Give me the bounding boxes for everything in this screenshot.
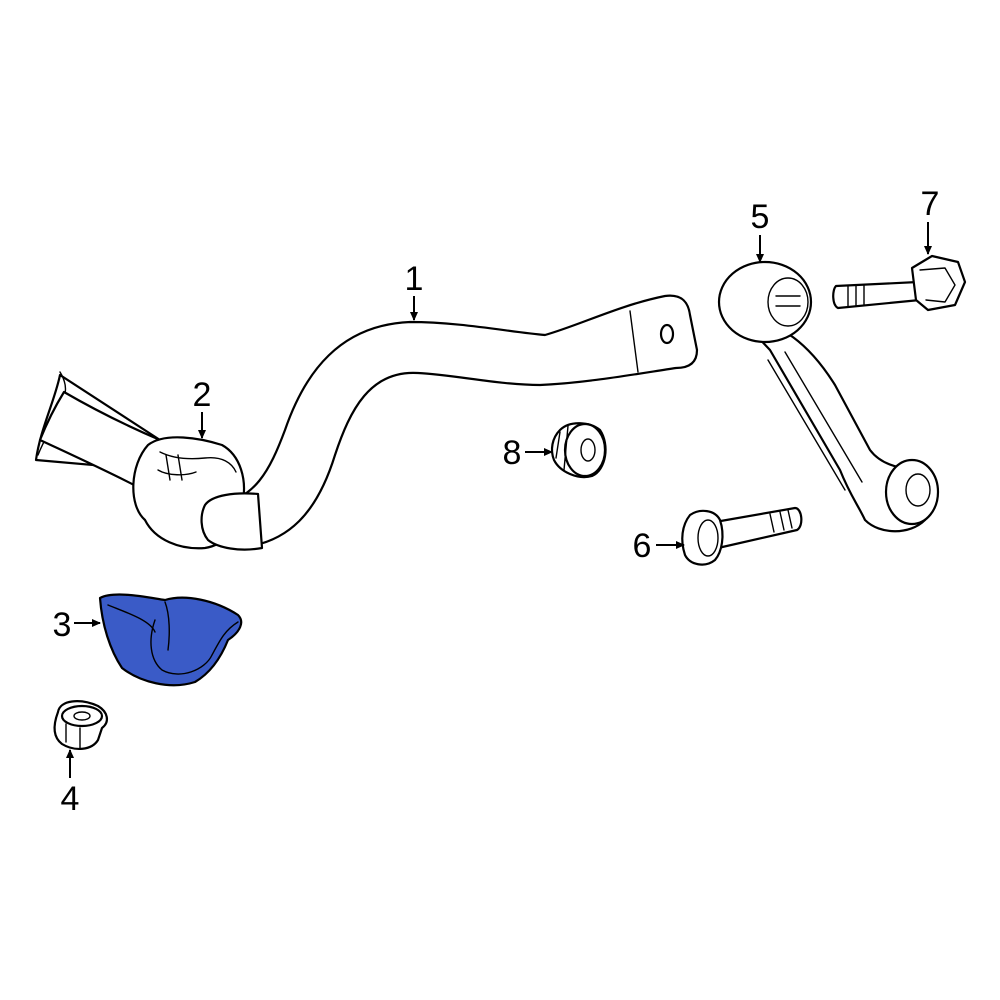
callout-8: 8 [503,434,522,472]
upper-nut[interactable] [550,422,607,479]
callout-6: 6 [633,527,652,565]
bolt-upper[interactable] [832,254,967,312]
bolt-lower[interactable] [681,506,803,566]
stabilizer-bar[interactable] [34,294,699,550]
callout-1: 1 [405,260,424,298]
callout-4: 4 [61,780,80,818]
highlighted-bushing[interactable] [98,593,243,687]
callout-2: 2 [193,376,212,414]
callout-7: 7 [921,185,940,223]
bar-bushing[interactable] [132,436,264,551]
callout-5: 5 [751,198,770,236]
callout-numbers: 1 2 3 4 5 6 7 8 [53,185,940,818]
callout-3: 3 [53,606,72,644]
flange-nut[interactable] [53,700,108,750]
stabilizer-link[interactable] [717,260,940,533]
callout-leaders [66,222,932,778]
